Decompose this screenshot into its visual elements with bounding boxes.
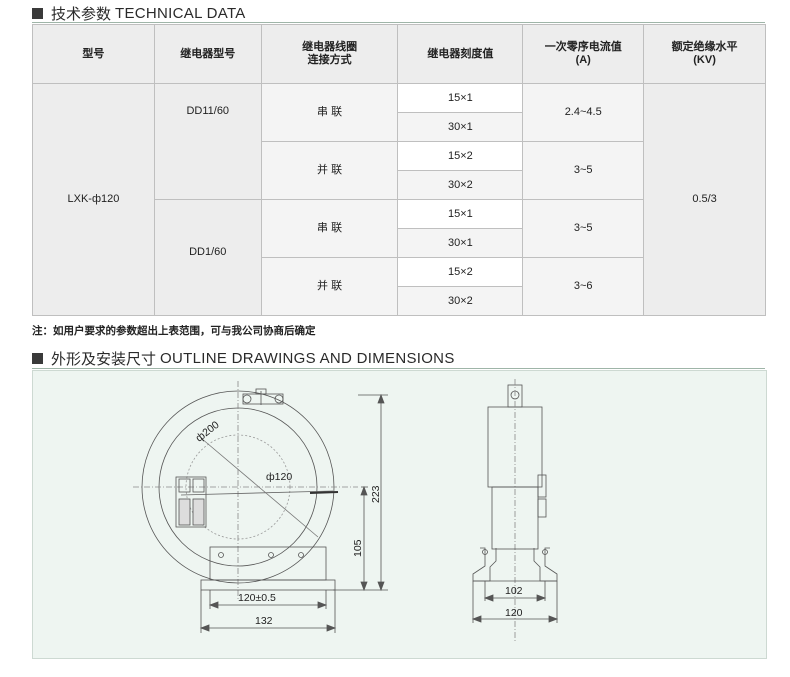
cell-scale-8: 30×2 bbox=[397, 286, 524, 316]
center-height-label: 105 bbox=[352, 539, 364, 557]
table-row: 30×2 bbox=[33, 170, 766, 200]
front-base-plate bbox=[200, 579, 336, 591]
section-title-en: OUTLINE DRAWINGS AND DIMENSIONS bbox=[160, 350, 455, 367]
terminal-block bbox=[175, 476, 207, 528]
header-label: 继电器型号 bbox=[180, 47, 236, 60]
cell-model: LXK-ф120 bbox=[32, 83, 155, 316]
cell-current-3: 3~5 bbox=[522, 199, 645, 258]
cell-relay-2: DD1/60 bbox=[153, 199, 262, 316]
cell-connection-2: 并 联 bbox=[260, 141, 399, 200]
hole-span-label: 120±0.5 bbox=[238, 592, 276, 604]
section-title-en: TECHNICAL DATA bbox=[115, 5, 246, 22]
cell-scale-2: 30×1 bbox=[397, 112, 524, 142]
square-bullet-icon bbox=[32, 8, 43, 19]
cell-connection-1: 串 联 bbox=[260, 83, 399, 142]
side-width-label: 120 bbox=[505, 607, 523, 619]
side-lower-body bbox=[491, 486, 539, 550]
header-label: 一次零序电流值(A) bbox=[544, 41, 622, 66]
cell-insulation: 0.5/3 bbox=[643, 83, 766, 316]
cell-scale-1: 15×1 bbox=[397, 83, 524, 113]
inner-diameter-label: ф120 bbox=[266, 471, 292, 483]
cell-scale-7: 15×2 bbox=[397, 257, 524, 287]
square-bullet-icon bbox=[32, 353, 43, 364]
total-height-label: 223 bbox=[370, 485, 382, 503]
header-label: 继电器刻度值 bbox=[427, 47, 494, 60]
section-divider bbox=[32, 22, 765, 23]
header-insulation-level: 额定绝缘水平(KV) bbox=[643, 24, 766, 84]
section-title-technical-data: 技术参数 TECHNICAL DATA bbox=[32, 3, 246, 24]
table-row: 30×2 bbox=[33, 286, 766, 316]
header-label: 型号 bbox=[82, 47, 105, 60]
table-header-row: 型号 继电器型号 继电器线圈连接方式 继电器刻度值 一次零序电流值(A) 额定绝… bbox=[32, 24, 766, 84]
cell-scale-5: 15×1 bbox=[397, 199, 524, 229]
outer-diameter-label: ф200 bbox=[194, 419, 222, 445]
table-row: 30×1 bbox=[33, 112, 766, 142]
header-model: 型号 bbox=[32, 24, 155, 84]
header-relay-scale: 继电器刻度值 bbox=[397, 24, 524, 84]
section-title-cn: 技术参数 bbox=[51, 6, 112, 23]
cell-scale-6: 30×1 bbox=[397, 228, 524, 258]
table-row: DD1/60 串 联 15×1 3~5 bbox=[33, 199, 766, 316]
table-row: 并 联 15×2 3~6 bbox=[33, 257, 766, 316]
cell-scale-3: 15×2 bbox=[397, 141, 524, 171]
section-title-cn: 外形及安装尺寸 bbox=[51, 351, 157, 368]
header-label: 继电器线圈连接方式 bbox=[302, 41, 358, 66]
cell-relay-1: DD11/60 bbox=[153, 83, 262, 200]
table-row: 30×1 bbox=[33, 228, 766, 258]
side-hole-span-label: 102 bbox=[505, 585, 523, 597]
header-label: 额定绝缘水平(KV) bbox=[671, 41, 738, 66]
cell-connection-4: 并 联 bbox=[260, 257, 399, 316]
header-primary-current: 一次零序电流值(A) bbox=[522, 24, 645, 84]
cell-current-4: 3~6 bbox=[522, 257, 645, 316]
cell-current-2: 3~5 bbox=[522, 141, 645, 200]
cell-current-1: 2.4~4.5 bbox=[522, 83, 645, 142]
technical-data-table: 型号 继电器型号 继电器线圈连接方式 继电器刻度值 一次零序电流值(A) 额定绝… bbox=[32, 24, 766, 316]
header-coil-connection: 继电器线圈连接方式 bbox=[260, 24, 399, 84]
outline-drawing-panel: ф200 ф120 223 105 120±0.5 132 102 120 bbox=[32, 370, 767, 659]
header-relay-model: 继电器型号 bbox=[153, 24, 262, 84]
section-divider bbox=[32, 368, 765, 369]
outline-drawing: ф200 ф120 223 105 120±0.5 132 102 120 bbox=[133, 379, 559, 643]
base-width-label: 132 bbox=[255, 615, 273, 627]
table-row: LXK-ф120 DD11/60 串 联 15×1 2.4~4.5 0.5/3 bbox=[32, 83, 766, 316]
table-note: 注：如用户要求的参数超出上表范围，可与我公司协商后确定 bbox=[32, 325, 316, 337]
section-title-outline: 外形及安装尺寸 OUTLINE DRAWINGS AND DIMENSIONS bbox=[32, 348, 455, 369]
cell-connection-3: 串 联 bbox=[260, 199, 399, 258]
cell-scale-4: 30×2 bbox=[397, 170, 524, 200]
